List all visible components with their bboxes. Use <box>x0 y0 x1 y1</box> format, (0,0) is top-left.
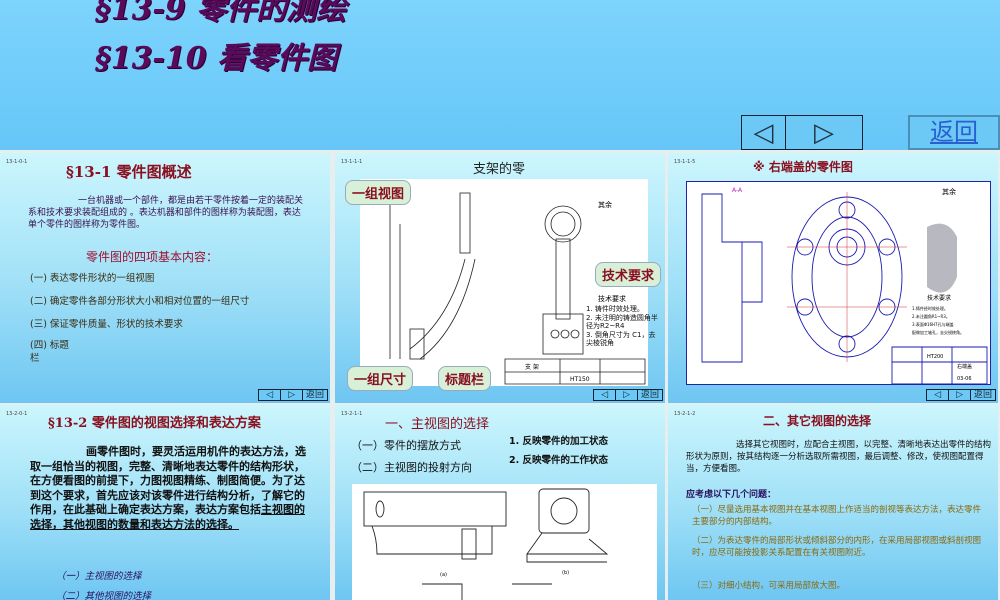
slide-title: ※ 右端盖的零件图 <box>753 160 853 174</box>
figure-label-a: (a) <box>440 572 447 578</box>
callout-title-block: 标题栏 <box>438 366 492 391</box>
slide-nav: ◁▷返回 <box>258 389 328 401</box>
main-nav: ◁ ▷ <box>741 115 863 150</box>
slide-paragraph: 画零件图时，要灵活运用机件的表达方法，选取一组恰当的视图，完整、清晰地表达零件的… <box>30 445 308 532</box>
slide-paragraph: 一台机器或一个部件，都是由若干零件按着一定的装配关系和技术要求装配组成的 。表达… <box>28 196 304 230</box>
list-item: (四) 标题 <box>30 340 69 351</box>
next-button[interactable]: ▷ <box>616 390 638 400</box>
slide-title: §13-2 零件图的视图选择和表达方案 <box>48 416 261 431</box>
paragraph-underlined: 主视图的选择，其他视图的数量和表达方法的选择。 <box>30 503 305 531</box>
list-item: （三）对细小结构，可采用局部放大图。 <box>692 581 846 591</box>
section-label: A-A <box>732 187 743 194</box>
slide-id: 13-2-1-2 <box>674 411 696 417</box>
tech-req-item: 1.铸件经时效处理。 <box>912 305 948 311</box>
tech-req-item: 配做加工轴孔，去尖锐棱角。 <box>912 329 964 335</box>
prev-button[interactable]: ◁ <box>259 390 282 400</box>
prev-button[interactable]: ◁ <box>927 390 950 400</box>
list-item: （一）零件的摆放方式 <box>351 439 461 452</box>
slide-title: 一、主视图的选择 <box>385 417 490 432</box>
slide-title: 二、其它视图的选择 <box>763 414 872 428</box>
technical-drawing: (a) (b) <box>363 488 609 600</box>
material: HT150 <box>570 376 590 383</box>
prev-button[interactable]: ◁ <box>742 116 786 149</box>
part-name: 右端盖 <box>957 363 972 370</box>
technical-drawing: A-A 其余 技术要求 1.铸件经时效处理。 2.未注圆角R1~R3。 3.表面… <box>701 187 988 385</box>
slide-nav: ◁▷返回 <box>926 389 996 401</box>
slide-thumbnail-4[interactable]: 13-2-0-1 §13-2 零件图的视图选择和表达方案 画零件图时，要灵活运用… <box>0 405 330 600</box>
list-item: (二) 确定零件各部分形状大小和相对位置的一组尺寸 <box>30 296 250 307</box>
section-title-13-10[interactable]: §13-10 看零件图 <box>95 41 338 76</box>
header-area: §13-9 零件的测绘 §13-10 看零件图 ◁ ▷ 返回 <box>0 0 1000 150</box>
back-button[interactable]: 返回 <box>305 390 324 400</box>
tech-req-list: 1. 铸件时效处理。 2. 未注明的铸造圆角半径为R2~R4 3. 倒角尺寸为 … <box>586 305 662 348</box>
next-button[interactable]: ▷ <box>949 390 971 400</box>
technical-drawing: 其余 技术要求 支 架 HT150 <box>389 192 646 385</box>
tech-req-item: 3. 倒角尺寸为 C1，去尖棱锐角 <box>586 330 656 348</box>
list-item: 1. 反映零件的加工状态 <box>509 436 609 447</box>
slide-nav: ◁▷返回 <box>593 389 663 401</box>
list-item: （二）为表达零件的局部形状或倾斜部分的内形，在采用局部视图或斜剖视图时，应尽可能… <box>692 536 982 558</box>
slide-paragraph: 选择其它视图时，应配合主视图，以完整、清晰地表达出零件的结构形状为原则，按其结构… <box>686 440 992 474</box>
slide-title: §13-1 零件图概述 <box>66 163 192 181</box>
material: HT200 <box>927 354 943 360</box>
paragraph-text: 画零件图时，要灵活运用机件的表达方法，选取一组恰当的视图，完整、清晰地表达零件的… <box>30 445 306 516</box>
end-cover-drawing: A-A 其余 技术要求 1.铸件经时效处理。 2.未注圆角R1~R3。 3.表面… <box>686 181 991 385</box>
slide-thumbnail-1[interactable]: 13-1-0-1 §13-1 零件图概述 一台机器或一个部件，都是由若干零件按着… <box>0 153 330 403</box>
callout-dimensions: 一组尺寸 <box>347 366 414 391</box>
list-item: （一）尽量选用基本视图并在基本视图上作适当的剖视等表达方法，表达零件主要部分的内… <box>692 505 982 527</box>
prev-button[interactable]: ◁ <box>594 390 617 400</box>
list-item: （二）主视图的投射方向 <box>351 461 472 474</box>
list-item: (一) 表达零件形状的一组视图 <box>30 273 155 284</box>
slide-id: 13-2-1-1 <box>341 411 363 417</box>
tech-req-item: 1. 铸件时效处理。 <box>586 305 644 313</box>
list-item: 2. 反映零件的工作状态 <box>509 455 609 466</box>
slide-thumbnail-5[interactable]: 13-2-1-1 一、主视图的选择 （一）零件的摆放方式 （二）主视图的投射方向… <box>335 405 665 600</box>
next-button[interactable]: ▷ <box>814 117 834 148</box>
list-item: （二）其他视图的选择 <box>56 591 152 600</box>
tech-req-item: 3.表面Φ16H7孔与端盖 <box>912 321 954 327</box>
back-button[interactable]: 返回 <box>640 390 659 400</box>
tech-req-item: 2. 未注明的铸造圆角半径为R2~R4 <box>586 313 658 331</box>
back-button[interactable]: 返回 <box>973 390 992 400</box>
back-button[interactable]: 返回 <box>908 115 1000 150</box>
tech-req-item: 2.未注圆角R1~R3。 <box>912 313 950 319</box>
surface-finish-note: 其余 <box>942 187 956 196</box>
surface-finish-note: 其余 <box>598 200 612 209</box>
slide-id: 13-2-0-1 <box>6 411 28 417</box>
section-title-13-9[interactable]: §13-9 零件的测绘 <box>95 0 347 27</box>
list-item: （一）主视图的选择 <box>56 571 142 582</box>
slide-thumbnail-2[interactable]: 13-1-1-1 支架的零 其余 技术要求 支 架 HT150 1. 铸件时效处… <box>335 153 665 403</box>
part-drawings: (a) (b) <box>352 484 657 600</box>
tech-req-title: 技术要求 <box>927 294 951 302</box>
slide-id: 13-1-1-5 <box>674 159 696 165</box>
tech-req-title: 技术要求 <box>598 294 626 303</box>
slide-id: 13-1-1-1 <box>341 159 363 165</box>
slide-thumbnail-3[interactable]: 13-1-1-5 ※ 右端盖的零件图 A-A 其余 技术要求 1.铸件经时效处理… <box>668 153 998 403</box>
figure-label-b: (b) <box>562 570 569 576</box>
drawing-code: 03-06 <box>957 376 972 382</box>
slide-id: 13-1-0-1 <box>6 159 28 165</box>
part-name: 支 架 <box>525 363 539 371</box>
next-button[interactable]: ▷ <box>281 390 303 400</box>
callout-views: 一组视图 <box>345 180 412 205</box>
slide-subtitle: 零件图的四项基本内容： <box>86 250 219 264</box>
slide-thumbnail-6[interactable]: 13-2-1-2 二、其它视图的选择 选择其它视图时，应配合主视图，以完整、清晰… <box>668 405 998 600</box>
slide-title: 支架的零 <box>473 162 526 177</box>
callout-tech-req: 技术要求 <box>595 262 662 287</box>
list-item: 栏 <box>30 353 40 364</box>
question-heading: 应考虑以下几个问题： <box>686 490 777 500</box>
list-item: (三) 保证零件质量、形状的技术要求 <box>30 319 183 330</box>
